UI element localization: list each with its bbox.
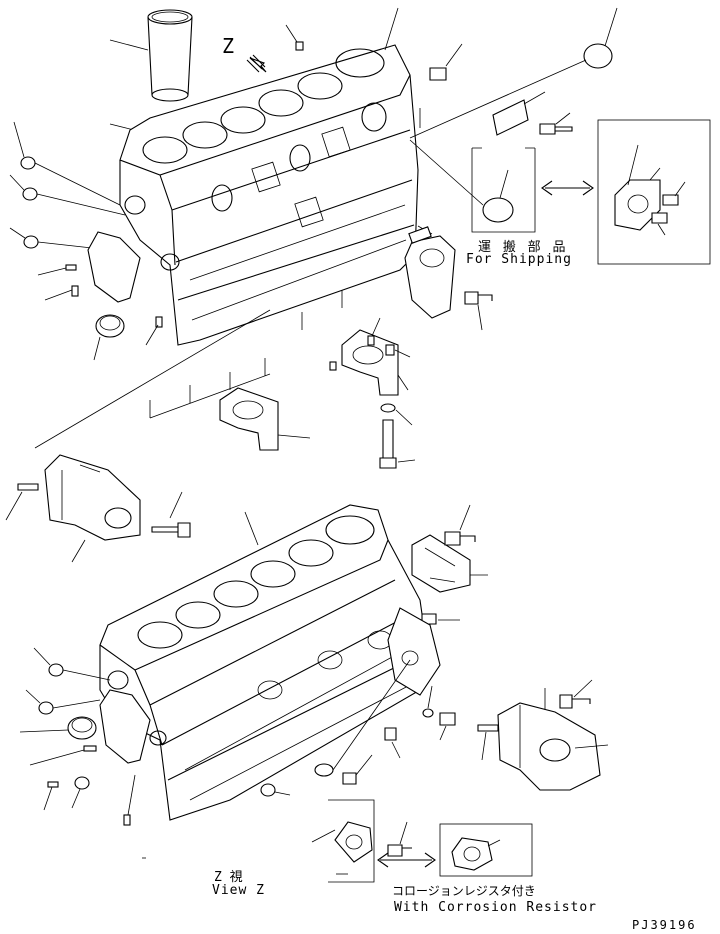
view-z-label-en: View Z xyxy=(212,883,265,898)
front-plate-lower xyxy=(99,689,151,764)
bracket-right xyxy=(411,534,488,593)
leader-liner xyxy=(109,39,149,51)
shipping-label-jp: 運 搬 部 品 xyxy=(478,240,568,255)
mount-bolt-right xyxy=(559,679,593,709)
double-arrow-view-z xyxy=(377,852,436,868)
cylinder-block-upper xyxy=(119,44,419,346)
pin-6 xyxy=(123,774,136,826)
double-arrow-shipping xyxy=(541,180,594,196)
mount-pin-right xyxy=(477,724,499,761)
plug-1 xyxy=(13,121,121,206)
seal-ring-upper xyxy=(93,314,125,361)
cap-bolt xyxy=(379,419,416,469)
pin-2 xyxy=(44,285,79,301)
bearing-cap-2 xyxy=(219,387,311,451)
engine-mount-right xyxy=(497,688,609,791)
leader-block-top xyxy=(384,7,399,51)
leader-mount xyxy=(71,539,86,563)
mount-pin xyxy=(5,483,39,521)
cover-plate xyxy=(492,91,546,136)
pin-3 xyxy=(145,316,163,346)
shipping-label-en: For Shipping xyxy=(466,252,572,267)
plug-small xyxy=(439,712,456,741)
gasket-small xyxy=(408,226,432,244)
mount-bolt-left xyxy=(151,491,191,538)
leader-cap xyxy=(397,374,409,391)
alignment-lines xyxy=(34,290,343,449)
corrosion-cover-left xyxy=(311,799,375,883)
washer xyxy=(380,403,413,426)
bolt-cover xyxy=(539,112,573,135)
dowel-top xyxy=(285,24,304,51)
bolt-lower-1 xyxy=(342,754,373,785)
corrosion-resistor-box xyxy=(439,823,533,877)
drawing-number: PJ39196 xyxy=(632,918,697,932)
plug-3 xyxy=(9,227,93,249)
dowel-cap-1 xyxy=(367,317,381,346)
shipping-parts-box xyxy=(409,139,536,233)
bolt-bracket xyxy=(444,504,476,546)
z-view-marker: Z xyxy=(222,34,235,58)
plug-6 xyxy=(71,776,90,809)
drain-plug xyxy=(384,727,401,759)
plug-5 xyxy=(25,689,101,715)
bolt-right xyxy=(464,291,493,331)
plug-2 xyxy=(9,174,126,216)
z-view-arrow xyxy=(246,54,267,73)
bolt-side-1 xyxy=(421,613,460,625)
pin-4 xyxy=(29,745,97,766)
gasket-lower xyxy=(314,659,411,777)
plug-lower-2 xyxy=(260,783,291,797)
leader-lower-block xyxy=(244,511,259,546)
corrosion-label-jp: コロージョンレジスタ付き xyxy=(392,884,536,898)
front-plate-upper xyxy=(87,231,141,303)
engine-mount-left xyxy=(44,454,141,541)
dowel-cap-3 xyxy=(329,361,337,371)
cylinder-block-lower xyxy=(99,504,431,821)
bolt-corrosion xyxy=(387,821,412,857)
washer-small xyxy=(422,685,434,718)
expansion-plug-top xyxy=(409,7,618,139)
cylinder-liner xyxy=(147,9,193,102)
pin-1 xyxy=(37,264,77,276)
plug-4 xyxy=(33,647,111,681)
corrosion-label-en: With Corrosion Resistor xyxy=(394,900,598,915)
bolt-top xyxy=(429,43,463,81)
pin-5 xyxy=(43,781,59,811)
cover-assembly-box xyxy=(597,119,711,265)
seal-ring-lower xyxy=(19,716,97,740)
view-z-label-jp: Z 視 xyxy=(214,870,243,885)
dowel-cap-2 xyxy=(385,344,411,358)
